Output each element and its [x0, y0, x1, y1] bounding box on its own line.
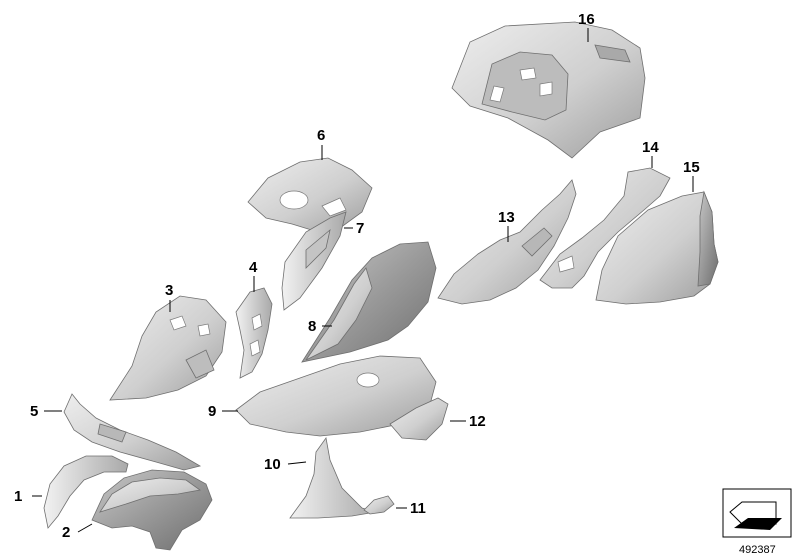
callout-8: 8: [308, 318, 316, 335]
callout-3: 3: [165, 282, 173, 299]
leader-lines: [32, 28, 694, 533]
part-16-top-case: [451, 21, 646, 159]
callout-1: 1: [14, 488, 22, 505]
part-3-front-fairing: [109, 295, 227, 401]
callout-14: 14: [642, 139, 659, 156]
direction-arrow-icon: [722, 488, 792, 538]
callout-10: 10: [264, 456, 281, 473]
callout-labels: 1 2 3 4 5 6 7 8 9 10 11 12 13 14 15 16: [14, 11, 700, 541]
part-1-front-mudguard: [43, 455, 129, 529]
part-15-rear-fairing: [595, 190, 719, 305]
callout-5: 5: [30, 403, 38, 420]
part-8-side-fairing: [301, 241, 437, 363]
callout-13: 13: [498, 209, 515, 226]
part-6-upper-cover: [247, 157, 373, 233]
part-11-clip: [363, 495, 395, 515]
document-number: 492387: [739, 544, 776, 556]
part-5-lower-panel: [63, 393, 202, 471]
callout-7: 7: [356, 220, 364, 237]
part-7-side-panel: [281, 211, 347, 311]
part-13-side-cover: [437, 179, 577, 305]
callout-6: 6: [317, 127, 325, 144]
callout-4: 4: [249, 259, 258, 276]
callout-16: 16: [578, 11, 595, 28]
callout-2: 2: [62, 524, 70, 541]
callout-9: 9: [208, 403, 216, 420]
part-12-trim: [389, 397, 449, 441]
callout-12: 12: [469, 413, 486, 430]
part-2-mudguard: [91, 469, 213, 551]
callout-11: 11: [410, 500, 426, 517]
part-9-lower-side-panel: [235, 355, 437, 437]
part-14-rear-trim: [539, 167, 671, 289]
part-4-bracket: [235, 287, 273, 379]
part-10-lower-fairing: [289, 436, 377, 519]
callout-15: 15: [683, 159, 700, 176]
